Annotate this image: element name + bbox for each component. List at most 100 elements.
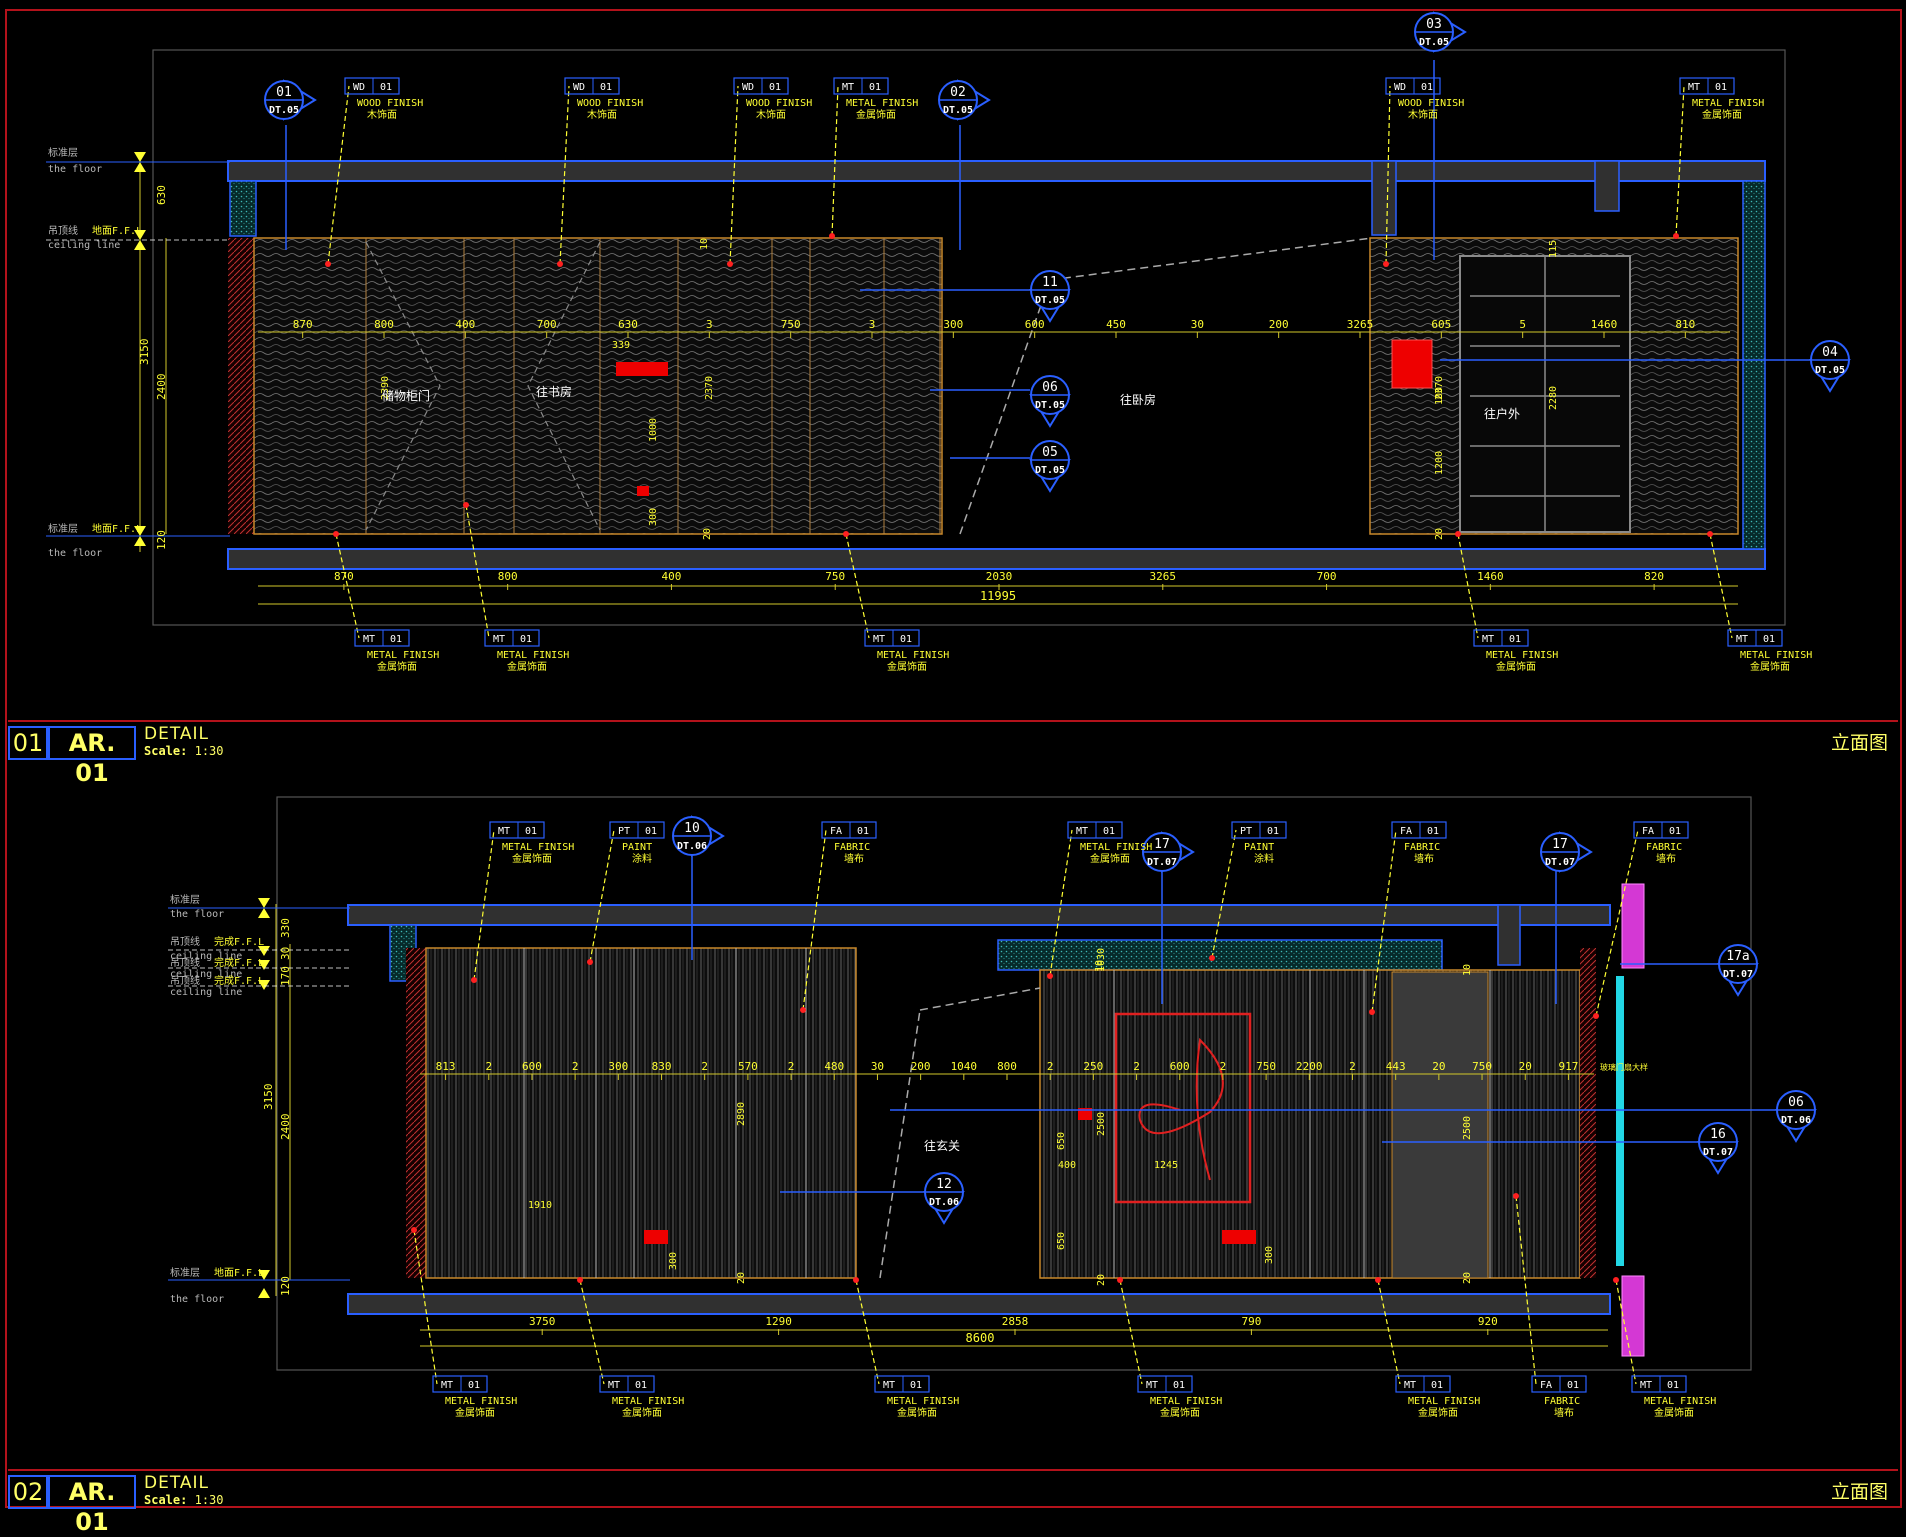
glass-edge-2 (1616, 976, 1624, 1266)
inner-dim: 1245 (1154, 1160, 1178, 1171)
inner-dim: 1000 (648, 418, 659, 442)
inner-dim: 650 (1056, 1232, 1067, 1250)
leader-line (1675, 85, 1685, 237)
tag-english: FABRIC (1404, 842, 1440, 853)
leader-dot (1613, 1277, 1619, 1283)
right-column-1 (1742, 180, 1766, 550)
tag-number: 01 (910, 1380, 922, 1391)
dimension-label: 2030 (986, 570, 1013, 583)
leader-line (335, 533, 360, 639)
leader-line (1119, 1279, 1143, 1385)
stripe-panel-left-2 (425, 947, 857, 1279)
tag-code: MT (1076, 826, 1088, 837)
level-label: 标准层 (170, 894, 200, 906)
level-tag-1: 地面F.F.L (92, 224, 142, 237)
dimension-label: 20 (1519, 1060, 1532, 1073)
level-label-en: the floor (170, 1294, 224, 1305)
tag-box (609, 821, 665, 839)
tag-chinese: 涂料 (632, 852, 652, 865)
drawing-viewport-2 (276, 796, 1752, 1371)
dimension-label: 2 (788, 1060, 795, 1073)
height-dim: 3150 (262, 1084, 275, 1111)
level-label-en: ceiling line (170, 987, 242, 998)
level-tag: 完成F.F.L (214, 956, 264, 969)
leader-line (855, 1279, 880, 1385)
drawing-scale: Scale: 1:30 (144, 744, 224, 758)
inner-dim: 2500 (1096, 1112, 1107, 1136)
level-label: 吊顶线 (170, 935, 200, 948)
tag-code: FA (1400, 826, 1412, 837)
dimension-label: 750 (1256, 1060, 1276, 1073)
tag-box (489, 821, 545, 839)
inner-dim: 400 (1058, 1160, 1076, 1171)
dimension-label: 2200 (1296, 1060, 1323, 1073)
dimension-label: 870 (334, 570, 354, 583)
tag-chinese: 金属饰面 (622, 1406, 662, 1419)
height-dims-2: 330 30 170 3150 2400 120 (262, 918, 292, 1296)
dimension-label: 917 (1558, 1060, 1578, 1073)
tag-code: WD (1394, 82, 1406, 93)
tag-number: 01 (645, 826, 657, 837)
tag-code: MT (493, 634, 505, 645)
wood-panel-left-1 (253, 237, 943, 535)
inner-dim: 2280 (1548, 386, 1559, 410)
sheet-frame-outer (5, 9, 1902, 1508)
tag-chinese: 墙布 (1414, 852, 1434, 865)
tag-chinese: 金属饰面 (1418, 1406, 1458, 1419)
leader-line (802, 829, 827, 1011)
dimension-label: 443 (1386, 1060, 1406, 1073)
leader-line (1377, 1279, 1401, 1385)
leader-dot (333, 531, 339, 537)
marker-number: 03 (1426, 17, 1442, 32)
tag-box (1231, 821, 1287, 839)
tag-english: METAL FINISH (1644, 1396, 1716, 1407)
dimension-label: 2 (485, 1060, 492, 1073)
tag-chinese: 木饰面 (587, 108, 617, 121)
level-tag-2: 地面F.F.L (92, 522, 142, 535)
sheet-code: AR. 01 (48, 726, 136, 787)
marker-number: 04 (1822, 345, 1838, 360)
level-markers-1 (46, 152, 230, 546)
tag-box (432, 1375, 488, 1393)
marker-reference: DT.07 (1545, 857, 1575, 868)
marker-number: 02 (950, 85, 966, 100)
tag-box (1727, 629, 1783, 647)
ceiling-slab-2 (347, 904, 1611, 926)
marker-number: 16 (1710, 1127, 1726, 1142)
height-dim: 30 (279, 947, 292, 960)
tag-english: METAL FINISH (1486, 650, 1558, 661)
tag-number: 01 (1431, 1380, 1443, 1391)
inner-dim: 300 (668, 1252, 679, 1270)
tag-box (1679, 77, 1735, 95)
tag-chinese: 金属饰面 (887, 660, 927, 673)
level-label-en: ceiling line (170, 969, 242, 980)
inner-dim: 650 (1056, 1132, 1067, 1150)
tag-number: 01 (869, 82, 881, 93)
tag-chinese: 墙布 (844, 852, 864, 865)
total-dimension-2: 8600 (966, 1331, 995, 1345)
inner-dim: 20 (1096, 1274, 1107, 1286)
inner-dim: 2370 (1434, 376, 1445, 400)
tag-chinese: 涂料 (1254, 852, 1274, 865)
leader-line (831, 85, 839, 237)
tag-chinese: 金属饰面 (1090, 852, 1130, 865)
level-label: 标准层 (170, 1267, 200, 1279)
leader-line (1709, 533, 1733, 639)
artwork-sketch-2 (1138, 1037, 1224, 1181)
drawing-label: DETAIL (144, 1473, 210, 1493)
tag-chinese: 金属饰面 (897, 1406, 937, 1419)
leader-dot (853, 1277, 859, 1283)
